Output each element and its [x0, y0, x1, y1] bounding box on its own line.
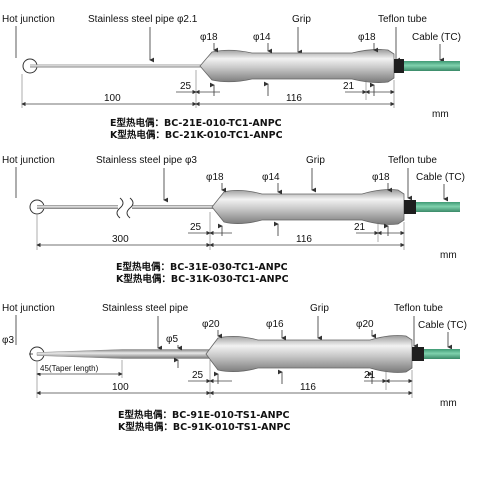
model-k: K型热电偶：BC-21K-010-TC1-ANPC: [110, 129, 283, 141]
dim-grip: 116: [286, 93, 302, 104]
cable-tc: [424, 349, 460, 359]
dim-probe-length: 100: [104, 93, 121, 104]
dim-end: 21: [364, 370, 376, 381]
cable-tc: [416, 202, 460, 212]
dia-label: φ14: [262, 172, 280, 183]
model-e: E型热电偶：BC-31E-030-TC1-ANPC: [116, 261, 288, 273]
break-icon: [116, 197, 124, 219]
dia-label: φ18: [206, 172, 224, 183]
model-k: K型热电偶：BC-31K-030-TC1-ANPC: [116, 273, 289, 285]
dim-end: 21: [354, 222, 366, 233]
pipe-diameter-label: φ5: [166, 334, 178, 345]
cable-tc: [404, 61, 460, 71]
dim-grip: 116: [296, 234, 312, 245]
teflon-label: Teflon tube: [388, 155, 437, 166]
hot-junction-label: Hot junction: [2, 155, 55, 166]
dim-taper: 25: [190, 222, 202, 233]
dia-label: φ16: [266, 319, 284, 330]
diagram-1: Hot junction Stainless steel pipe φ2.1 G…: [2, 14, 461, 141]
dim-probe-length: 300: [112, 234, 129, 245]
probe-pipe: [30, 64, 205, 68]
grip-label: Grip: [310, 303, 329, 314]
teflon-label: Teflon tube: [394, 303, 443, 314]
pipe-label: Stainless steel pipe φ2.1: [88, 14, 198, 25]
teflon-tube: [412, 347, 424, 361]
grip-body: [199, 49, 395, 83]
teflon-tube: [394, 59, 404, 73]
unit-label: mm: [432, 109, 449, 120]
pipe-label: Stainless steel pipe φ3: [96, 155, 197, 166]
hot-junction-label: Hot junction: [2, 14, 55, 25]
grip-label: Grip: [292, 14, 311, 25]
cable-label: Cable (TC): [418, 320, 467, 331]
cable-label: Cable (TC): [416, 172, 465, 183]
pipe-label: Stainless steel pipe: [102, 303, 189, 314]
unit-label: mm: [440, 398, 457, 409]
dim-end: 21: [343, 81, 355, 92]
tip-diameter-label: φ3: [2, 335, 14, 346]
dim-grip: 116: [300, 382, 316, 393]
diagram-2: Hot junction Stainless steel pipe φ3 Gri…: [2, 155, 465, 285]
grip-label: Grip: [306, 155, 325, 166]
model-e: E型热电偶：BC-91E-010-TS1-ANPC: [118, 409, 290, 421]
dia-label: φ18: [372, 172, 390, 183]
grip-body: [211, 189, 405, 225]
tapered-probe-pipe: [36, 349, 213, 359]
dim-taper: 25: [192, 370, 204, 381]
model-k: K型热电偶：BC-91K-010-TS1-ANPC: [118, 421, 290, 433]
dim-probe-length: 100: [112, 382, 129, 393]
model-e: E型热电偶：BC-21E-010-TC1-ANPC: [110, 117, 282, 129]
grip-body: [205, 335, 413, 373]
diagram-3: Hot junction Stainless steel pipe Grip T…: [2, 303, 467, 433]
dia-label: φ20: [356, 319, 374, 330]
teflon-label: Teflon tube: [378, 14, 427, 25]
break-gap: [118, 198, 132, 216]
dia-label: φ18: [200, 32, 218, 43]
dia-label: φ14: [253, 32, 271, 43]
teflon-tube: [404, 200, 416, 214]
dia-label: φ18: [358, 32, 376, 43]
taper-length-label: 45(Taper length): [40, 364, 99, 373]
dim-taper: 25: [180, 81, 192, 92]
unit-label: mm: [440, 250, 457, 261]
cable-label: Cable (TC): [412, 32, 461, 43]
hot-junction-label: Hot junction: [2, 303, 55, 314]
dia-label: φ20: [202, 319, 220, 330]
